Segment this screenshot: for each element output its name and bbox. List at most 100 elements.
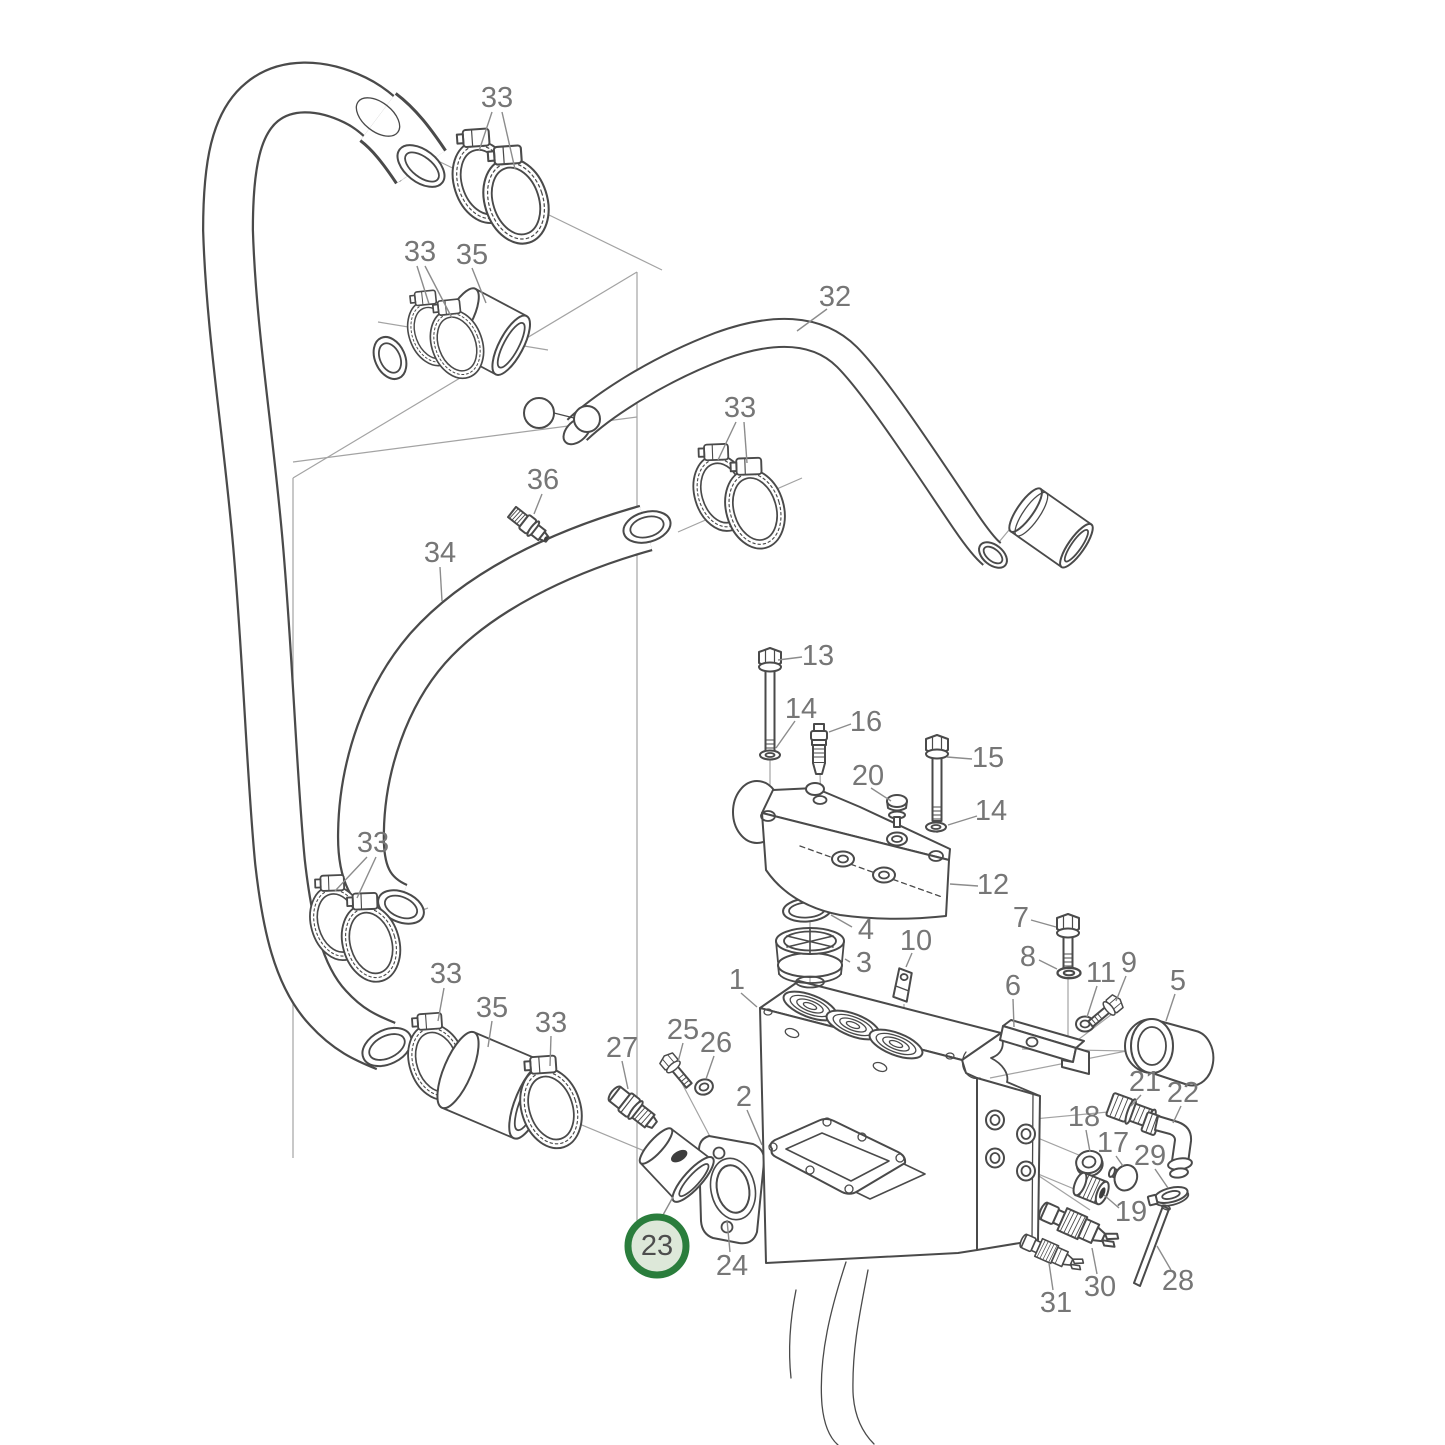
callout-36[interactable]: 36 bbox=[527, 464, 559, 515]
callout-33[interactable]: 33 bbox=[535, 1007, 567, 1067]
leader-line bbox=[947, 815, 978, 826]
callout-16[interactable]: 16 bbox=[828, 706, 882, 738]
callout-27[interactable]: 27 bbox=[606, 1032, 638, 1090]
part-number: 10 bbox=[900, 925, 932, 957]
bolt-13 bbox=[759, 648, 781, 756]
leader-line bbox=[844, 958, 851, 963]
callout-35[interactable]: 35 bbox=[456, 239, 488, 304]
callout-14[interactable]: 14 bbox=[775, 693, 817, 749]
leader-line bbox=[621, 1060, 629, 1090]
tube-28 bbox=[1133, 1204, 1171, 1287]
callout-20[interactable]: 20 bbox=[852, 760, 892, 802]
part-number: 33 bbox=[357, 827, 389, 859]
callout-33[interactable]: 33 bbox=[334, 827, 389, 899]
callout-3[interactable]: 3 bbox=[844, 947, 872, 979]
callout-21[interactable]: 21 bbox=[1129, 1066, 1161, 1107]
callout-7[interactable]: 7 bbox=[1013, 902, 1057, 934]
leader-line bbox=[416, 265, 430, 305]
flange-24 bbox=[698, 1135, 766, 1245]
part-number: 9 bbox=[1121, 947, 1137, 979]
part-number: 28 bbox=[1162, 1265, 1194, 1297]
clamp-pair-hose-32 bbox=[680, 433, 795, 557]
part-number: 3 bbox=[856, 947, 872, 979]
part-number: 15 bbox=[972, 742, 1004, 774]
callout-23-highlighted[interactable]: 23 bbox=[624, 1196, 690, 1279]
leader-line bbox=[1115, 975, 1127, 1002]
callout-13[interactable]: 13 bbox=[777, 640, 834, 672]
callout-5[interactable]: 5 bbox=[1165, 965, 1186, 1022]
leader-line bbox=[437, 987, 445, 1022]
callout-28[interactable]: 28 bbox=[1156, 1245, 1194, 1297]
part-number: 1 bbox=[729, 964, 745, 996]
part-number: 5 bbox=[1170, 965, 1186, 997]
part-number: 33 bbox=[535, 1007, 567, 1039]
nut-18 bbox=[1075, 1149, 1104, 1178]
part-number: 19 bbox=[1115, 1196, 1147, 1228]
callout-8[interactable]: 8 bbox=[1020, 941, 1058, 973]
callout-22[interactable]: 22 bbox=[1167, 1077, 1199, 1124]
callout-11[interactable]: 11 bbox=[1086, 957, 1116, 1018]
callout-10[interactable]: 10 bbox=[900, 925, 932, 968]
part-number: 30 bbox=[1084, 1271, 1116, 1303]
callout-26[interactable]: 26 bbox=[700, 1027, 732, 1080]
leader-line bbox=[677, 1042, 684, 1063]
leader-line bbox=[830, 914, 853, 928]
part-number: 31 bbox=[1040, 1287, 1072, 1319]
callout-12[interactable]: 12 bbox=[949, 869, 1009, 901]
leader-line bbox=[740, 992, 758, 1008]
leader-line bbox=[662, 1196, 674, 1216]
leader-line bbox=[1091, 1247, 1098, 1275]
part-number: 22 bbox=[1167, 1077, 1199, 1109]
leader-line bbox=[777, 656, 803, 661]
leader-line bbox=[705, 1055, 715, 1080]
leader-line bbox=[1154, 1168, 1169, 1189]
leader-line bbox=[471, 267, 487, 304]
callout-2[interactable]: 2 bbox=[736, 1081, 763, 1146]
leader-line bbox=[334, 856, 368, 892]
leader-line bbox=[1038, 959, 1058, 970]
leader-line bbox=[1012, 998, 1015, 1028]
part-number: 6 bbox=[1005, 970, 1021, 1002]
callout-35[interactable]: 35 bbox=[476, 992, 508, 1048]
washer-14-left bbox=[759, 749, 781, 761]
callout-31[interactable]: 31 bbox=[1040, 1262, 1072, 1319]
part-number: 12 bbox=[977, 869, 1009, 901]
bolt-25 bbox=[658, 1051, 695, 1091]
callout-33[interactable]: 33 bbox=[430, 958, 462, 1022]
callout-1[interactable]: 1 bbox=[729, 964, 758, 1008]
callout-19[interactable]: 19 bbox=[1103, 1194, 1147, 1228]
leader-line bbox=[356, 856, 377, 899]
leader-line bbox=[796, 308, 828, 332]
leader-line bbox=[1165, 993, 1176, 1022]
callout-15[interactable]: 15 bbox=[946, 742, 1004, 774]
retainer-10 bbox=[892, 967, 913, 1003]
callout-14[interactable]: 14 bbox=[947, 795, 1007, 827]
callout-18[interactable]: 18 bbox=[1068, 1101, 1100, 1153]
callout-33[interactable]: 33 bbox=[404, 236, 453, 319]
callout-24[interactable]: 24 bbox=[716, 1219, 748, 1282]
bolt-7 bbox=[1057, 914, 1079, 970]
callout-30[interactable]: 30 bbox=[1084, 1247, 1116, 1303]
callout-9[interactable]: 9 bbox=[1115, 947, 1137, 1002]
callout-25[interactable]: 25 bbox=[667, 1014, 699, 1063]
callout-6[interactable]: 6 bbox=[1005, 970, 1021, 1028]
part-number: 11 bbox=[1086, 957, 1116, 989]
leader-line bbox=[743, 421, 748, 464]
callout-17[interactable]: 17 bbox=[1097, 1127, 1129, 1167]
callout-32[interactable]: 32 bbox=[796, 281, 851, 332]
hose-top-left bbox=[201, 61, 447, 1071]
part-number: 18 bbox=[1068, 1101, 1100, 1133]
part-number: 33 bbox=[430, 958, 462, 990]
callout-33[interactable]: 33 bbox=[717, 392, 756, 464]
callout-33[interactable]: 33 bbox=[478, 82, 516, 170]
leader-line bbox=[905, 952, 913, 968]
hose-34 bbox=[336, 504, 672, 929]
callout-4[interactable]: 4 bbox=[830, 914, 874, 946]
leader-line bbox=[870, 787, 892, 802]
callout-34[interactable]: 34 bbox=[424, 537, 456, 602]
part-number: 26 bbox=[700, 1027, 732, 1059]
callout-29[interactable]: 29 bbox=[1134, 1140, 1169, 1189]
